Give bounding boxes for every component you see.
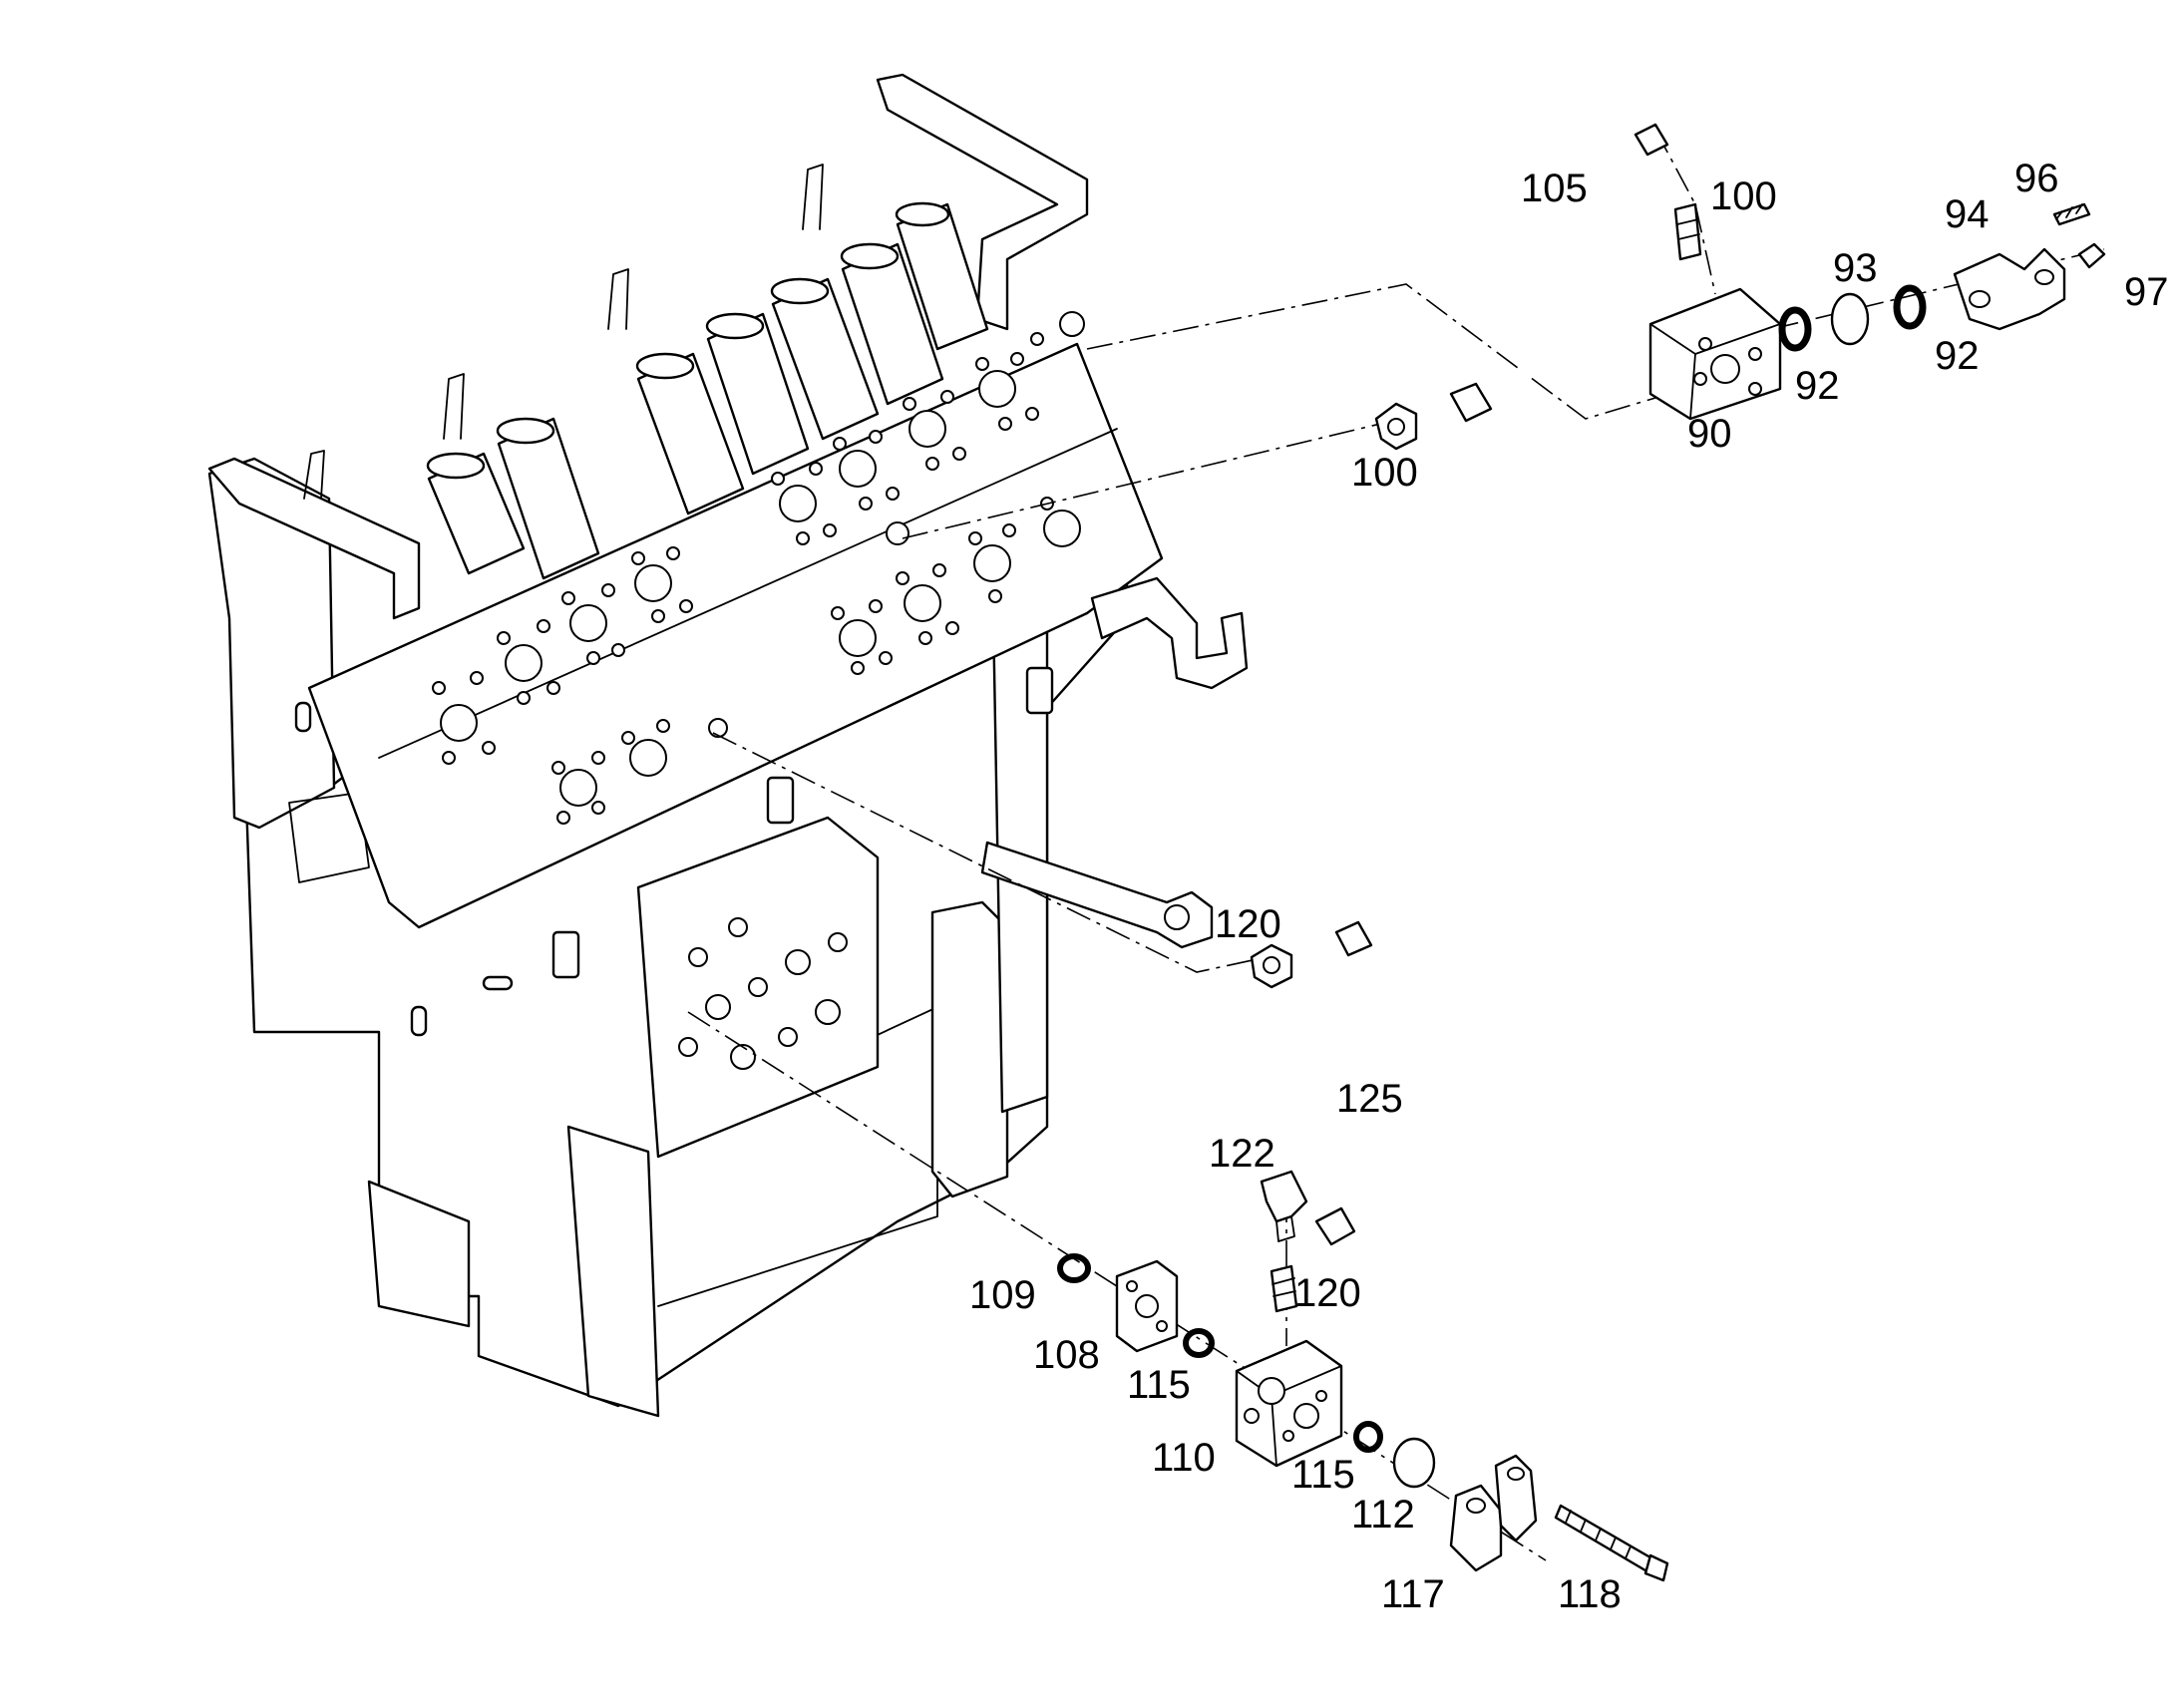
upper-fittings <box>1374 89 2106 451</box>
callout-97: 97 <box>2124 270 2169 314</box>
callout-96: 96 <box>2014 157 2059 200</box>
callout-115-upper: 115 <box>1127 1363 1191 1407</box>
cylinder-towers <box>303 164 989 580</box>
plate-holes <box>678 917 848 1070</box>
lower-fittings <box>1057 920 1669 1582</box>
callout-94: 94 <box>1945 192 1990 236</box>
callout-105: 105 <box>1521 167 1588 210</box>
callout-112: 112 <box>1351 1493 1415 1537</box>
callout-120-upper: 120 <box>1215 902 1281 946</box>
callout-115-lower: 115 <box>1291 1453 1355 1497</box>
head-holes <box>432 311 1085 825</box>
callout-108: 108 <box>1033 1333 1100 1377</box>
callout-118: 118 <box>1558 1572 1622 1616</box>
callout-120-lower: 120 <box>1294 1271 1361 1315</box>
callout-90: 90 <box>1687 412 1732 456</box>
callout-labels: 105 100 96 94 93 97 92 92 90 100 120 125… <box>969 157 2169 1616</box>
callout-100-lower: 100 <box>1351 451 1418 495</box>
callout-93: 93 <box>1833 246 1878 290</box>
callout-125: 125 <box>1336 1077 1403 1121</box>
callout-92-left: 92 <box>1795 364 1840 408</box>
callout-110: 110 <box>1152 1436 1216 1480</box>
callout-122: 122 <box>1209 1132 1275 1176</box>
callout-117: 117 <box>1381 1572 1445 1616</box>
engine-block <box>207 73 1249 1418</box>
callout-92-right: 92 <box>1935 334 1980 378</box>
callout-100-top: 100 <box>1710 174 1777 218</box>
callout-109: 109 <box>969 1273 1036 1317</box>
